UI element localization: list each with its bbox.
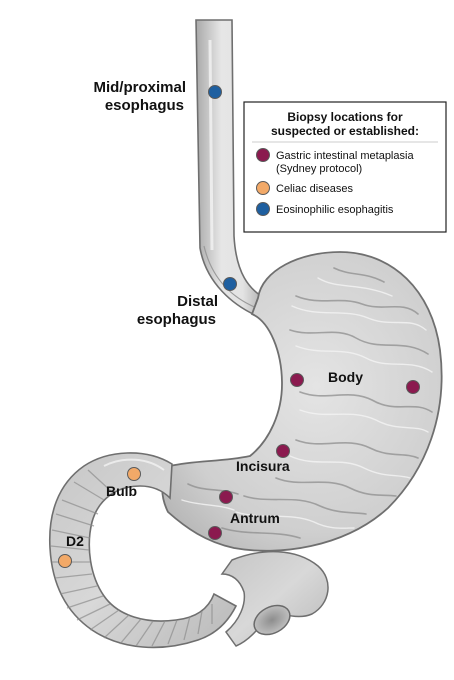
label-distal-esophagus-line1: Distal — [177, 293, 218, 310]
biopsy-dot-gim-body-greater — [406, 380, 420, 394]
label-distal-esophagus-line2: esophagus — [137, 311, 216, 328]
biopsy-dot-eosinophilic-distal-esophagus — [223, 277, 237, 291]
biopsy-dot-gim-antrum-upper — [219, 490, 233, 504]
legend-title-line1: Biopsy locations for — [287, 110, 403, 124]
label-mid-proximal-esophagus-line1: Mid/proximal — [93, 79, 186, 96]
legend-title-line2: suspected or established: — [271, 124, 419, 138]
label-bulb: Bulb — [106, 483, 137, 499]
biopsy-dot-gim-incisura — [276, 444, 290, 458]
legend-swatch-gim — [256, 148, 270, 162]
biopsy-dot-celiac-bulb — [127, 467, 141, 481]
biopsy-dot-celiac-d2 — [58, 554, 72, 568]
duodenum-distal-loop — [220, 550, 329, 647]
legend-swatch-eosinophilic — [256, 202, 270, 216]
label-body: Body — [328, 369, 363, 385]
duodenum-lumen — [253, 604, 291, 636]
label-mid-proximal-esophagus-line2: esophagus — [105, 97, 184, 114]
legend-item-gim-line1: Gastric intestinal metaplasia — [276, 150, 414, 162]
duodenum — [48, 452, 238, 649]
biopsy-dot-gim-body-lesser — [290, 373, 304, 387]
legend-item-eosinophilic: Eosinophilic esophagitis — [276, 204, 394, 216]
legend-item-gim-line2: (Sydney protocol) — [276, 163, 362, 175]
label-d2: D2 — [66, 533, 84, 549]
label-incisura: Incisura — [236, 458, 290, 474]
legend-item-celiac: Celiac diseases — [276, 183, 354, 195]
biopsy-dot-gim-antrum-lower — [208, 526, 222, 540]
legend-box — [243, 101, 447, 233]
legend: Biopsy locations for suspected or establ… — [243, 101, 447, 233]
legend-swatch-celiac — [256, 181, 270, 195]
stomach — [161, 251, 443, 552]
label-antrum: Antrum — [230, 510, 280, 526]
biopsy-dot-eosinophilic-mid-esophagus — [208, 85, 222, 99]
biopsy-markers — [58, 85, 420, 568]
duodenal-folds — [50, 469, 213, 647]
